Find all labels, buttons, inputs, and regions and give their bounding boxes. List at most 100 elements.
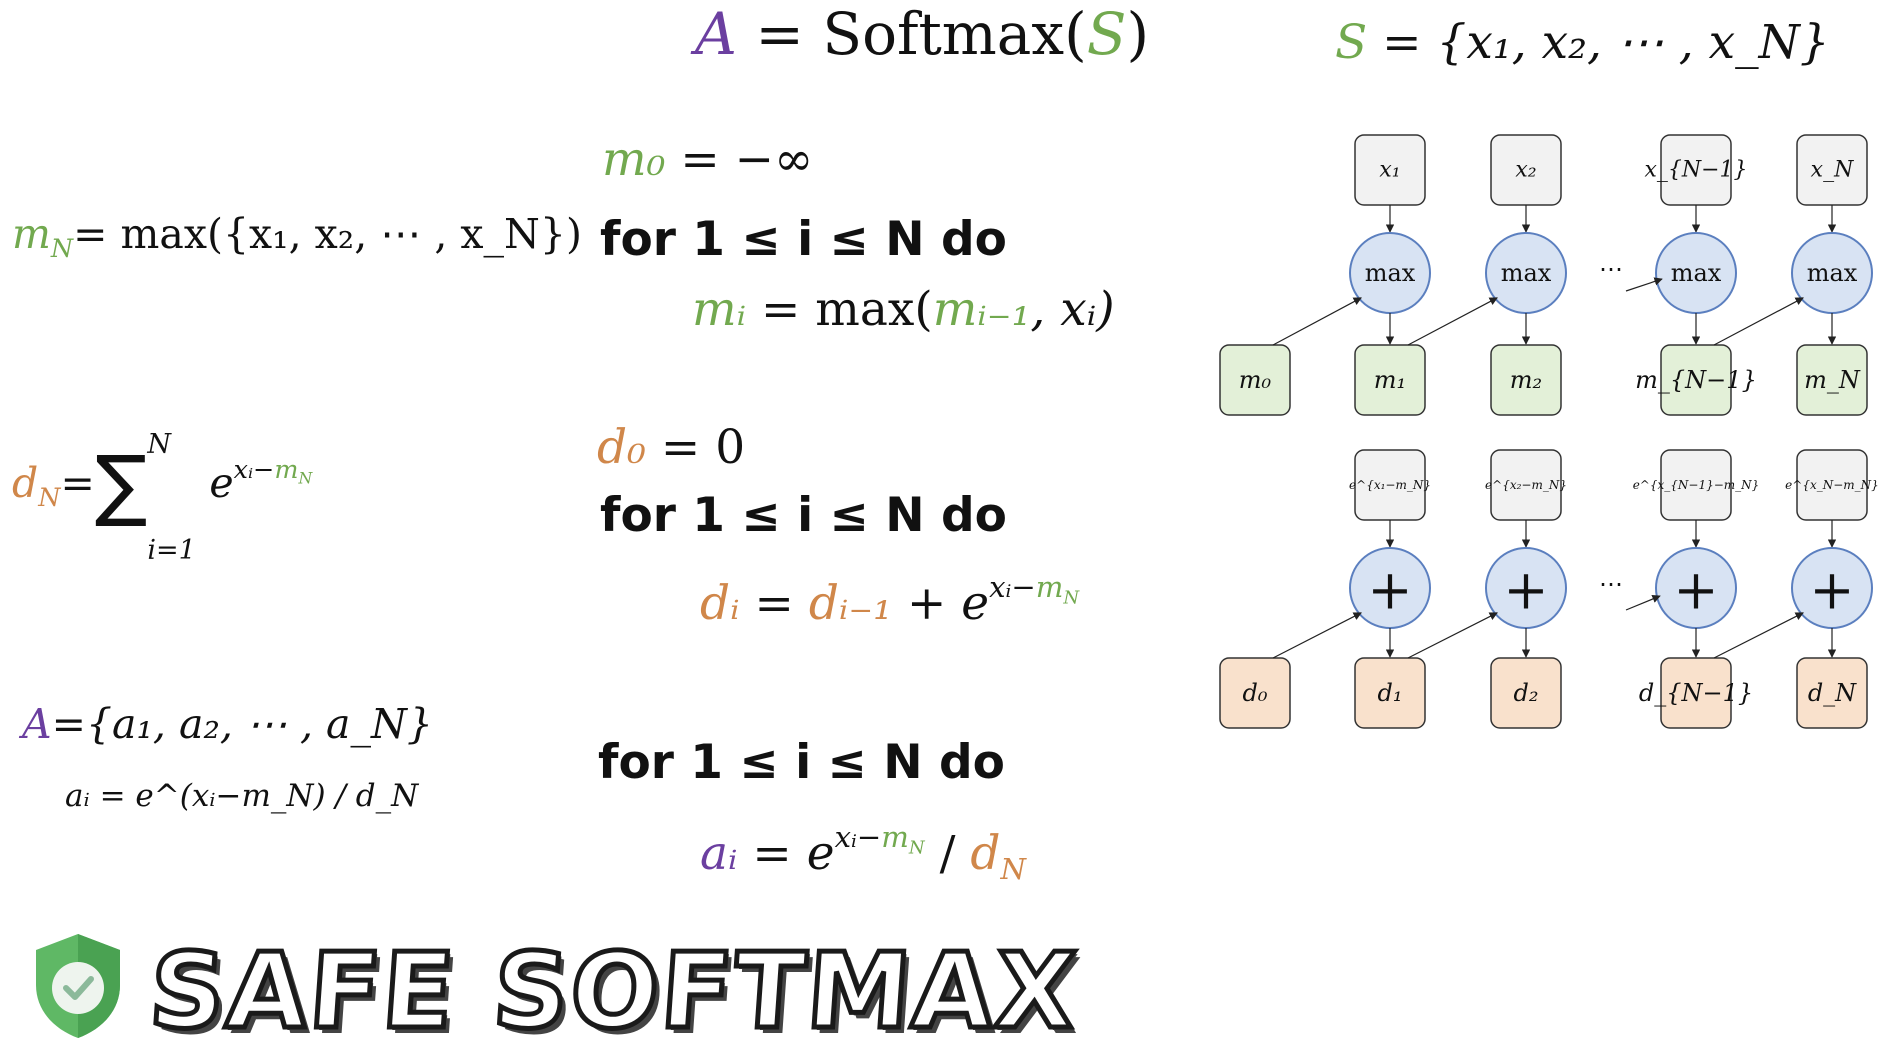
d-output-box — [1796, 657, 1868, 729]
ellipsis-plus: ⋯ — [1599, 570, 1623, 598]
score-set-definition: S = {x₁, x₂, ⋯ , x_N} — [1335, 15, 1830, 70]
loop3-eq: = e — [737, 825, 835, 881]
d-output-label: d₂ — [1514, 679, 1539, 707]
plus-label: + — [1503, 559, 1548, 622]
softmax-definition: A = Softmax(S) — [695, 0, 1149, 68]
exp-term-label: e^{x_N−m_N} — [1785, 478, 1879, 492]
close-paren: ) — [1126, 0, 1150, 68]
loop3-exp-x: xᵢ− — [834, 820, 882, 854]
loop2-body: dᵢ = dᵢ₋₁ + exᵢ−mN — [700, 570, 1079, 631]
d0-symbol: d₀ — [597, 420, 646, 475]
m0-symbol: m₀ — [602, 132, 666, 187]
m-output-label: m₂ — [1510, 366, 1542, 394]
shield-check-icon — [36, 934, 120, 1038]
set-symbol: S — [1335, 15, 1368, 70]
loop1-eq: = max( — [746, 282, 933, 337]
input-label: x_N — [1811, 158, 1854, 183]
sum-upper-limit: N — [147, 428, 171, 460]
loop2-exp-m: mN — [1035, 570, 1080, 609]
d-output-box — [1354, 657, 1426, 729]
max-label: max — [1671, 259, 1722, 287]
banner-title: SAFE SOFTMAX — [143, 928, 1084, 1052]
exp-term-label: e^{x₁−m_N} — [1349, 478, 1431, 492]
computation-diagram: x₁ max m₁ e^{x₁−m_N} + d₁ x₂ max m₂ e^{x₂−m_N} + d₂… — [1219, 134, 1879, 729]
sigma-icon: ∑ — [94, 440, 148, 530]
loop3-exp-m: mN — [881, 820, 925, 859]
m-init-box — [1219, 344, 1291, 416]
d-output-label: d_N — [1808, 679, 1857, 707]
attention-set-elements: ={a₁, a₂, ⋯ , a_N} — [51, 700, 433, 748]
sum-exp-m: mN — [274, 453, 313, 488]
global-max-formula: mN= max({x₁, x₂, ⋯ , x_N}) — [12, 210, 582, 263]
sum-lower-limit: i=1 — [147, 534, 196, 566]
chain-arrow-plus — [1713, 612, 1804, 659]
m0-init: m₀ = −∞ — [602, 132, 813, 187]
di-prev-symbol: dᵢ₋₁ — [808, 575, 893, 631]
sum-lhs: dN — [12, 458, 61, 512]
chain-arrow-plus — [1272, 612, 1362, 659]
loop2-eq: = — [739, 575, 809, 631]
attention-element-formula: aᵢ = e^(xᵢ−m_N) / d_N — [65, 778, 419, 814]
ellipsis-max: ⋯ — [1599, 255, 1623, 283]
loop1-body: mᵢ = max(mᵢ₋₁, xᵢ) — [692, 282, 1115, 337]
max-label: max — [1807, 259, 1858, 287]
d0-init: d₀ = 0 — [597, 420, 745, 475]
m-output-label: m₁ — [1374, 366, 1406, 394]
d-output-label: d₁ — [1378, 679, 1403, 707]
chain-arrow-max — [1407, 297, 1498, 346]
m-output-box — [1490, 344, 1562, 416]
m-output-label: m_{N−1} — [1635, 366, 1757, 394]
d-init-label: d₀ — [1243, 679, 1268, 707]
d-output-label: d_{N−1} — [1639, 679, 1753, 707]
m0-value: = −∞ — [665, 132, 814, 187]
di-symbol: dᵢ — [700, 575, 740, 631]
input-label: x_{N−1} — [1644, 158, 1747, 183]
loop2-plus-exp: + e — [892, 575, 990, 631]
plus-label: + — [1367, 559, 1412, 622]
d-output-box — [1490, 657, 1562, 729]
input-label: x₂ — [1515, 158, 1536, 183]
input-label: x₁ — [1379, 158, 1400, 183]
m-output-box — [1660, 344, 1732, 416]
d0-value: = 0 — [645, 420, 746, 475]
scores-symbol: S — [1086, 0, 1127, 68]
softmax-text: = Softmax( — [736, 0, 1087, 68]
attention-set-formula: A={a₁, a₂, ⋯ , a_N} — [22, 700, 433, 748]
sum-eq: = — [60, 458, 95, 507]
loop3-body: aᵢ = exᵢ−mN / dN — [700, 820, 1026, 886]
m-init-label: m₀ — [1239, 366, 1272, 394]
set-elements: = {x₁, x₂, ⋯ , x_N} — [1367, 15, 1830, 70]
chain-arrow-max — [1713, 297, 1804, 346]
loop2-header: for 1 ≤ i ≤ N do — [600, 488, 1007, 543]
attention-set-symbol: A — [22, 700, 52, 748]
plus-label: + — [1809, 559, 1854, 622]
d-init-box — [1219, 657, 1291, 729]
loop1-header: for 1 ≤ i ≤ N do — [600, 212, 1007, 267]
chain-arrow-max — [1625, 277, 1663, 292]
attention-symbol: A — [695, 0, 737, 68]
loop3-div: / — [924, 825, 971, 881]
sum-exp-x: xᵢ− — [233, 453, 275, 484]
exp-term-label: e^{x₂−m_N} — [1485, 478, 1567, 492]
m-output-label: m_N — [1804, 366, 1861, 394]
mi-prev-symbol: mᵢ₋₁ — [932, 282, 1031, 337]
max-lhs: mN — [12, 210, 74, 263]
max-rhs: = max({x₁, x₂, ⋯ , x_N}) — [73, 210, 582, 258]
m-output-box — [1354, 344, 1426, 416]
chain-arrow-max — [1272, 297, 1362, 346]
d-output-box — [1660, 657, 1732, 729]
ai-symbol: aᵢ — [700, 825, 738, 881]
exp-term-label: e^{x_{N−1}−m_N} — [1633, 478, 1760, 492]
loop2-exp-x: xᵢ− — [989, 570, 1036, 604]
max-label: max — [1365, 259, 1416, 287]
plus-label: + — [1673, 559, 1718, 622]
loop3-header: for 1 ≤ i ≤ N do — [598, 735, 1005, 790]
mi-symbol: mᵢ — [692, 282, 747, 337]
sum-exp-base: e — [209, 458, 234, 507]
m-output-box — [1796, 344, 1868, 416]
chain-arrow-plus — [1625, 594, 1661, 611]
max-label: max — [1501, 259, 1552, 287]
loop3-dn: dN — [970, 825, 1026, 887]
loop1-rest: , xᵢ) — [1030, 282, 1115, 337]
